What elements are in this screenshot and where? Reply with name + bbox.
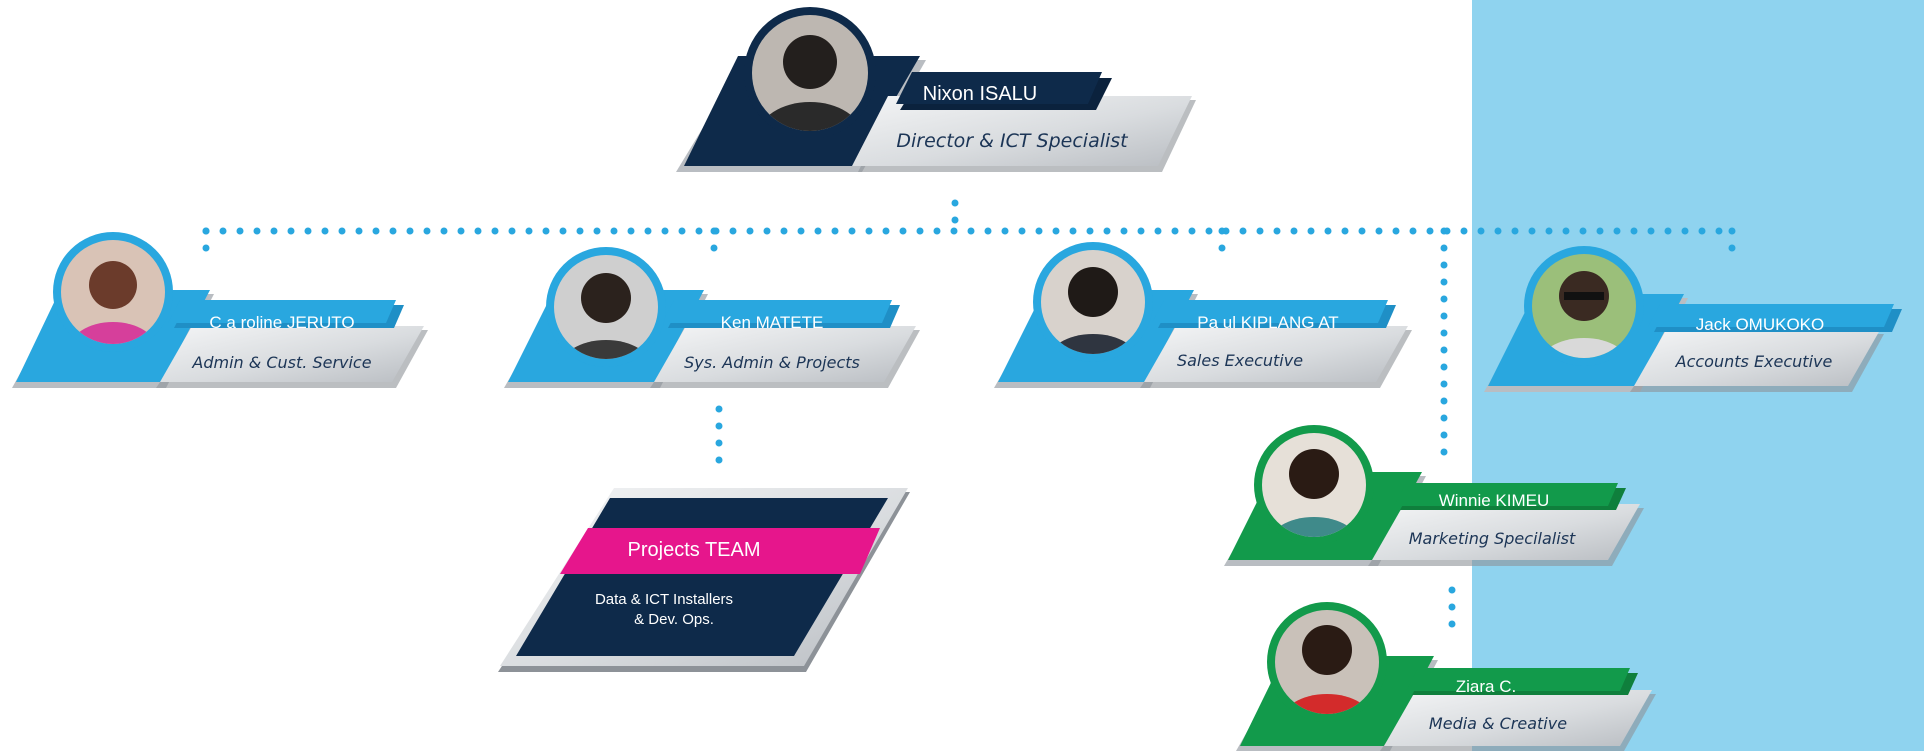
staff-role-ken: Sys. Admin & Projects [684,353,860,372]
staff-card-caroline: C a roline JERUTO Admin & Cust. Service [12,232,428,388]
staff-name-ken: Ken MATETE [721,313,824,332]
projects-team-title: Projects TEAM [628,539,761,561]
staff-card-winnie: Winnie KIMEU Marketing Specilalist [1224,425,1644,566]
staff-card-ken: Ken MATETE Sys. Admin & Projects [504,247,920,388]
staff-role-paul: Sales Executive [1177,351,1303,370]
staff-name-paul: Pa ul KIPLANG AT [1197,313,1338,332]
staff-card-paul: Pa ul KIPLANG AT Sales Executive [994,242,1412,388]
staff-name-winnie: Winnie KIMEU [1439,491,1550,510]
director-name: Nixon ISALU [923,83,1038,105]
staff-name-ziara: Ziara C. [1456,677,1516,696]
person-photo-icon [1275,610,1379,714]
projects-team-card: Projects TEAM Data & ICT Installers & De… [498,488,910,672]
director-card: Nixon ISALU Director & ICT Specialist [676,7,1196,172]
staff-role-caroline: Admin & Cust. Service [191,353,371,372]
person-photo-icon [1262,433,1366,537]
projects-team-line1: Data & ICT Installers [595,591,733,608]
staff-name-caroline: C a roline JERUTO [209,313,354,332]
staff-card-ziara: Ziara C. Media & Creative [1236,602,1656,751]
staff-role-jack: Accounts Executive [1675,352,1833,371]
person-photo-icon [1532,254,1636,358]
person-photo-icon [61,240,165,344]
staff-role-winnie: Marketing Specilalist [1409,529,1576,548]
staff-role-ziara: Media & Creative [1429,714,1567,733]
projects-team-line2: & Dev. Ops. [634,611,714,628]
staff-card-jack: Jack OMUKOKO Accounts Executive [1484,246,1902,392]
connector-lines [202,199,1736,639]
person-photo-icon [1041,250,1145,354]
director-role: Director & ICT Specialist [896,130,1129,152]
person-photo-icon [752,15,868,131]
staff-name-jack: Jack OMUKOKO [1696,315,1824,334]
